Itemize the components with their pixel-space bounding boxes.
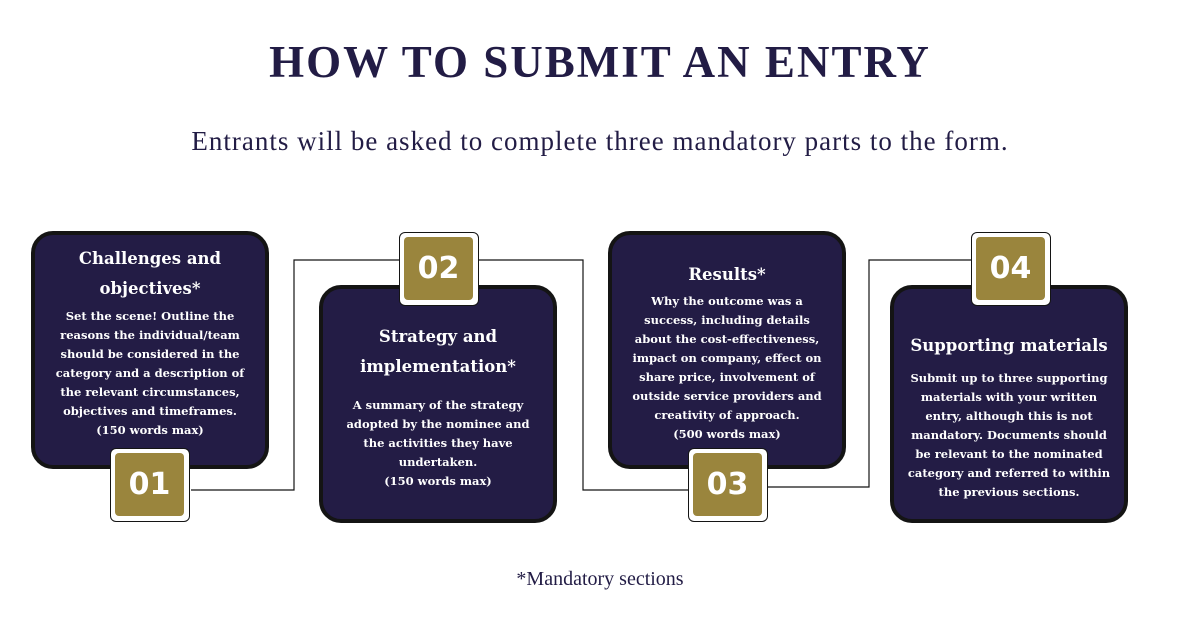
step-4-title: Supporting materials <box>910 336 1108 355</box>
step-2-title: Strategy and implementation* <box>360 327 516 376</box>
page-title: HOW TO SUBMIT AN ENTRY <box>269 37 931 87</box>
step-4-badge-frame: 04 <box>971 232 1051 306</box>
step-2-limit: (150 words max) <box>384 474 492 488</box>
step-4-body: Submit up to three supporting materials … <box>907 371 1111 499</box>
step-card-2: Strategy and implementation* A summary o… <box>319 285 557 523</box>
step-4-number: 04 <box>976 237 1045 300</box>
step-card-4: Supporting materials Submit up to three … <box>890 285 1128 523</box>
step-1-limit: (150 words max) <box>96 423 204 437</box>
step-card-3: Results* Why the outcome was a success, … <box>608 231 846 469</box>
connector-line-1-2 <box>191 259 399 491</box>
mandatory-footnote: *Mandatory sections <box>516 568 684 590</box>
step-1-body: Set the scene! Outline the reasons the i… <box>55 309 245 418</box>
step-3-badge-frame: 03 <box>688 448 768 522</box>
step-1-title: Challenges and objectives* <box>78 249 222 298</box>
step-2-number: 02 <box>404 237 473 300</box>
connector-line-3-4 <box>768 259 971 488</box>
step-1-number: 01 <box>115 453 184 516</box>
step-2-badge-frame: 02 <box>399 232 479 306</box>
step-2-body: A summary of the strategy adopted by the… <box>346 398 530 469</box>
connector-line-2-3 <box>479 259 688 491</box>
step-3-title: Results* <box>688 265 766 284</box>
page-subtitle: Entrants will be asked to complete three… <box>191 126 1009 156</box>
step-3-number: 03 <box>693 453 762 516</box>
step-3-body: Why the outcome was a success, including… <box>632 294 822 422</box>
step-card-1: Challenges and objectives* Set the scene… <box>31 231 269 469</box>
step-3-limit: (500 words max) <box>673 427 781 441</box>
step-1-badge-frame: 01 <box>110 448 190 522</box>
